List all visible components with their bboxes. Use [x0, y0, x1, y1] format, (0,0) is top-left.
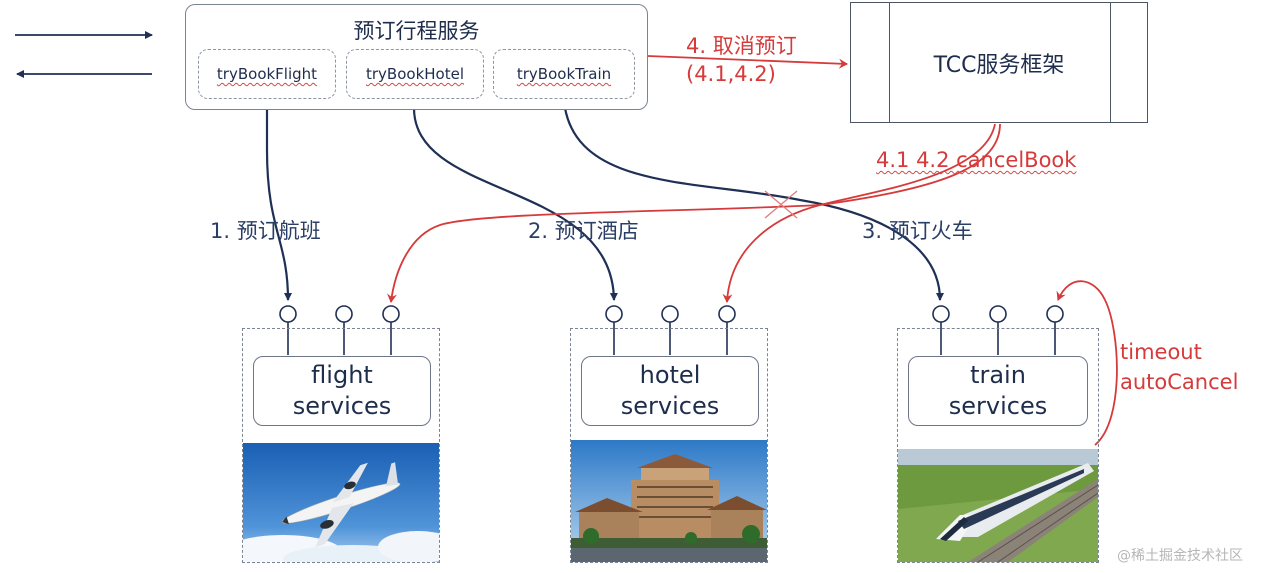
flight-services-line1: flight	[311, 360, 373, 391]
flight-service-group: flight services	[242, 328, 440, 563]
try-book-flight: tryBookFlight	[198, 49, 336, 99]
airplane-photo	[243, 443, 439, 562]
train-services-line1: train	[970, 360, 1026, 391]
tcc-title: TCC服务框架	[934, 47, 1065, 79]
timeout-label: timeout	[1120, 340, 1202, 364]
try-book-train: tryBookTrain	[493, 49, 635, 99]
hotel-services-line2: services	[621, 391, 719, 422]
arrow-book-flight	[267, 108, 288, 300]
hotel-photo	[571, 440, 767, 562]
auto-cancel-label: autoCancel	[1120, 370, 1238, 394]
watermark: @稀土掘金技术社区	[1117, 545, 1243, 565]
train-services-box: train services	[908, 356, 1088, 426]
cancel-sub-label: (4.1,4.2)	[686, 62, 776, 86]
flight-services-box: flight services	[253, 356, 431, 426]
booking-orchestrator-box: 预订行程服务 tryBookFlight tryBookHotel tryBoo…	[185, 4, 648, 110]
flight-services-line2: services	[293, 391, 391, 422]
train-services-line2: services	[949, 391, 1047, 422]
tcc-left-rule	[889, 3, 890, 122]
arrow-book-train	[565, 108, 940, 300]
hotel-services-line1: hotel	[640, 360, 701, 391]
arrow-book-hotel	[414, 108, 614, 300]
hotel-service-group: hotel services	[570, 328, 768, 563]
step-book-flight: 1. 预订航班	[210, 215, 321, 245]
train-photo	[898, 449, 1098, 562]
cancel-book-label: 4.1 4.2 cancelBook	[876, 148, 1076, 172]
tcc-right-rule	[1110, 3, 1111, 122]
cancel-label: 4. 取消预订	[686, 30, 797, 60]
try-book-hotel: tryBookHotel	[346, 49, 484, 99]
tcc-framework-box: TCC服务框架	[850, 2, 1148, 123]
orchestrator-title: 预订行程服务	[186, 15, 647, 45]
train-service-group: train services	[897, 328, 1099, 563]
hotel-services-box: hotel services	[581, 356, 759, 426]
step-book-train: 3. 预订火车	[862, 215, 973, 245]
step-book-hotel: 2. 预订酒店	[528, 215, 639, 245]
